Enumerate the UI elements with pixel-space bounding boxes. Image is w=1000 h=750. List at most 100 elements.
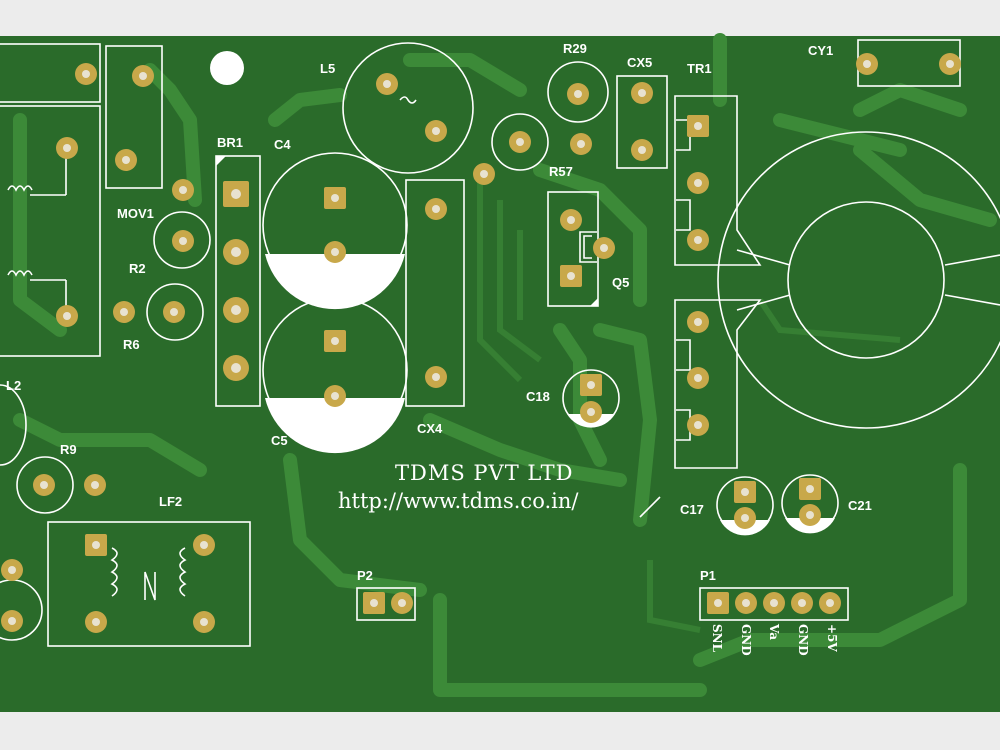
drill-hole <box>179 237 187 245</box>
drill-hole <box>574 90 582 98</box>
drill-hole <box>638 146 646 154</box>
outline-mov-block <box>105 45 163 189</box>
drill-hole <box>694 236 702 244</box>
drill-hole <box>863 60 871 68</box>
drill-hole <box>122 156 130 164</box>
outline-r29 <box>547 61 609 123</box>
outline-cx5 <box>616 75 668 169</box>
drill-hole <box>231 305 241 315</box>
drill-hole <box>331 194 339 202</box>
drill-hole <box>806 485 814 493</box>
drill-hole <box>770 599 778 607</box>
drill-hole <box>742 599 750 607</box>
label-r57: R57 <box>549 164 573 179</box>
drill-hole <box>567 216 575 224</box>
drill-hole <box>480 170 488 178</box>
outline-l2 <box>0 384 27 466</box>
drill-hole <box>200 618 208 626</box>
p1-pin-label: +5V <box>825 624 839 652</box>
copper-fine-traces <box>477 180 901 633</box>
label-c17: C17 <box>680 502 704 517</box>
p1-pin-label: GND <box>796 624 810 656</box>
mounting-hole <box>210 51 244 85</box>
drill-hole <box>946 60 954 68</box>
label-tr1: TR1 <box>687 61 712 76</box>
drill-hole <box>383 80 391 88</box>
outline-lf2 <box>47 521 251 647</box>
c4-fill <box>265 254 405 310</box>
label-lf2: LF2 <box>159 494 183 509</box>
drill-hole <box>516 138 524 146</box>
drill-hole <box>179 186 187 194</box>
drill-hole <box>432 205 440 213</box>
label-c5: C5 <box>271 433 288 448</box>
silkscreen-outlines <box>0 39 1000 647</box>
label-p2: P2 <box>357 568 373 583</box>
outline-p1 <box>699 587 849 621</box>
label-c18: C18 <box>526 389 550 404</box>
p1-pin-label: SNL <box>710 624 724 653</box>
outline-br1 <box>215 155 261 407</box>
drill-hole <box>331 392 339 400</box>
label-r2: R2 <box>129 261 146 276</box>
drill-hole <box>63 144 71 152</box>
drill-hole <box>694 122 702 130</box>
outline-p2 <box>356 587 416 621</box>
drill-hole <box>694 179 702 187</box>
outline-r9 <box>16 456 74 514</box>
outline-mov1 <box>153 211 211 269</box>
drill-hole <box>8 566 16 574</box>
outline-tr1-bobbin <box>787 201 945 359</box>
drill-hole <box>200 541 208 549</box>
br1-notch <box>216 156 226 166</box>
drill-hole <box>91 481 99 489</box>
outline-tr1-top <box>674 95 762 266</box>
drill-hole <box>432 127 440 135</box>
label-q5: Q5 <box>612 275 630 290</box>
label-l5: L5 <box>320 61 336 76</box>
drill-hole <box>577 140 585 148</box>
outline-top-left <box>0 43 101 103</box>
drill-hole <box>587 408 595 416</box>
label-r6: R6 <box>123 337 140 352</box>
drill-hole <box>8 617 16 625</box>
drill-hole <box>40 481 48 489</box>
drill-hole <box>714 599 722 607</box>
drill-hole <box>798 599 806 607</box>
drill-hole <box>694 421 702 429</box>
outline-r2 <box>146 283 204 341</box>
label-p1: P1 <box>700 568 716 583</box>
label-r29: R29 <box>563 41 587 56</box>
label-cy1: CY1 <box>808 43 834 58</box>
drill-hole <box>567 272 575 280</box>
drill-hole <box>92 618 100 626</box>
outline-tr1-core <box>717 131 1000 429</box>
drill-hole <box>587 381 595 389</box>
label-l2: L2 <box>6 378 22 393</box>
drill-hole <box>638 89 646 97</box>
outline-left-block <box>0 105 101 357</box>
outline-r57 <box>491 113 549 171</box>
drill-hole <box>92 541 100 549</box>
label-c4: C4 <box>274 137 291 152</box>
drill-hole <box>139 72 147 80</box>
drill-hole <box>694 318 702 326</box>
drill-hole <box>741 488 749 496</box>
drill-hole <box>398 599 406 607</box>
drill-hole <box>170 308 178 316</box>
drill-hole <box>231 247 241 257</box>
drill-hole <box>694 374 702 382</box>
outline-cx4 <box>405 179 465 407</box>
outline-l5 <box>342 42 474 174</box>
label-r9: R9 <box>60 442 77 457</box>
drill-hole <box>331 248 339 256</box>
c5-fill <box>265 398 405 454</box>
drill-hole <box>120 308 128 316</box>
drill-hole <box>826 599 834 607</box>
label-cx5: CX5 <box>627 55 653 70</box>
drill-hole <box>806 511 814 519</box>
pads <box>1 53 961 633</box>
drill-hole <box>82 70 90 78</box>
label-br1: BR1 <box>217 135 244 150</box>
